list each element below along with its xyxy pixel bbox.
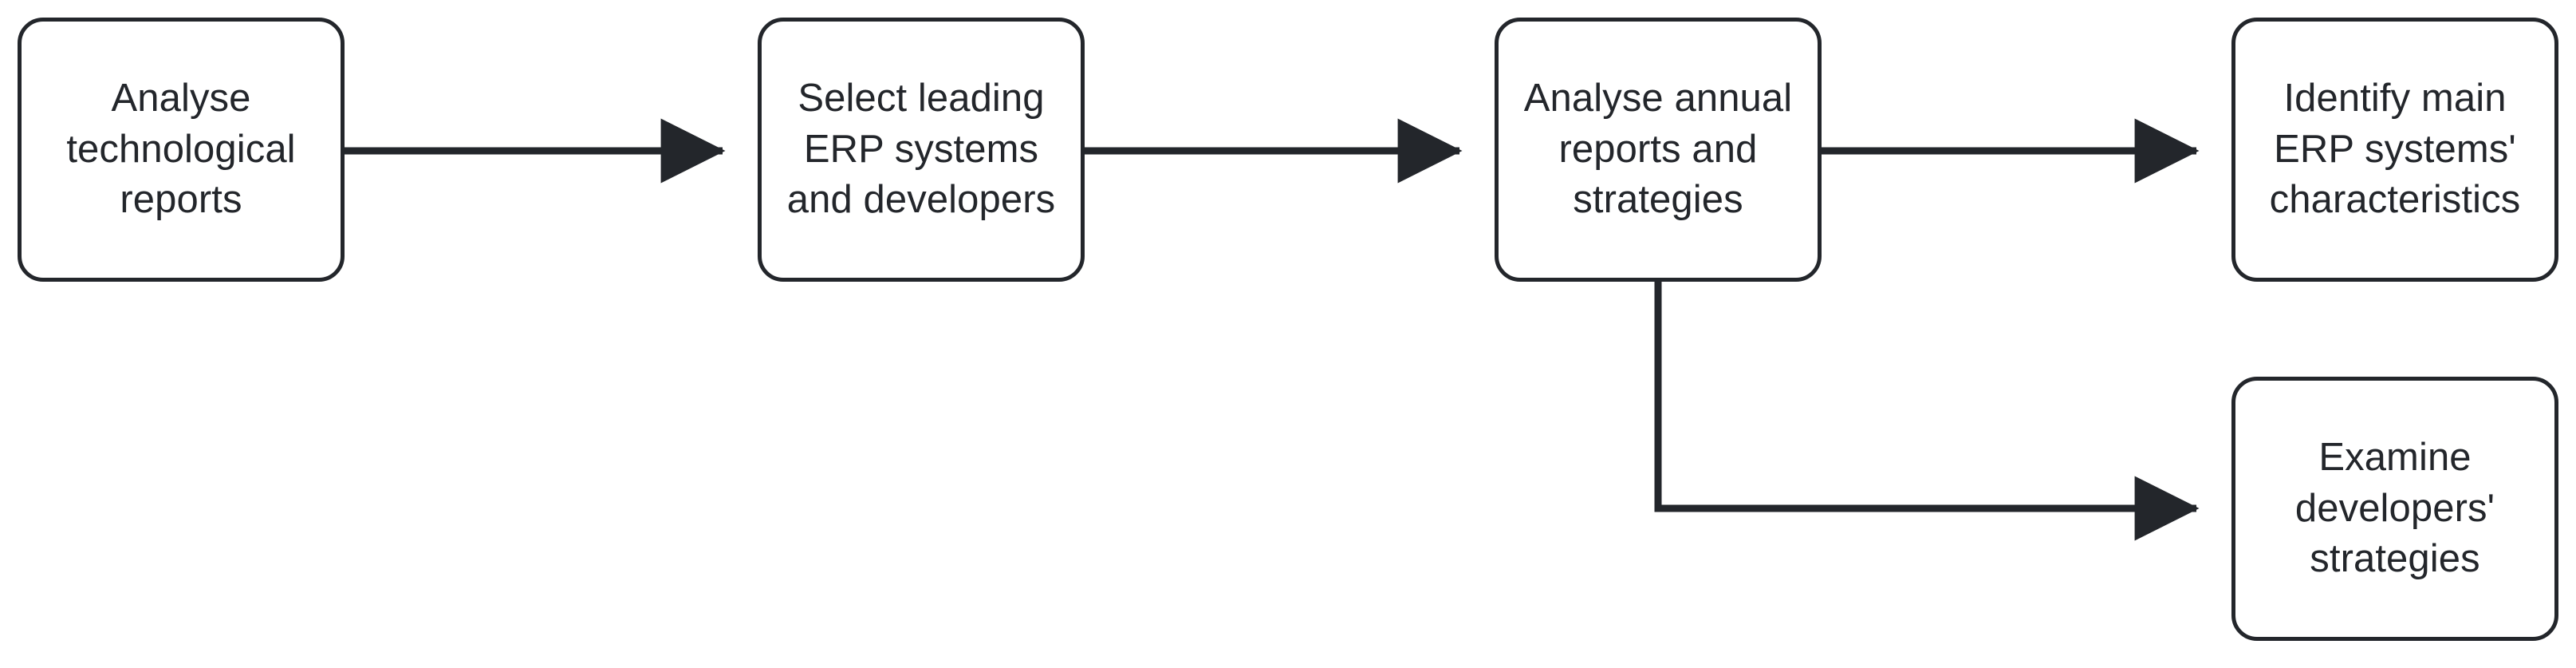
node-analyse-annual-reports[interactable]: Analyse annual reports and strategies [1495, 18, 1822, 282]
node-label: Identify main ERP systems' characteristi… [2269, 76, 2521, 222]
node-label: Select leading ERP systems and developer… [786, 76, 1056, 222]
node-label: Examine developers' strategies [2294, 435, 2495, 581]
node-examine-developers-strategies[interactable]: Examine developers' strategies [2231, 377, 2558, 641]
node-select-leading-erp-systems[interactable]: Select leading ERP systems and developer… [758, 18, 1085, 282]
node-label: Analyse annual reports and strategies [1523, 76, 1793, 222]
node-identify-main-erp-characteristics[interactable]: Identify main ERP systems' characteristi… [2231, 18, 2558, 282]
connector-arrow-4 [1654, 282, 2200, 541]
node-label: Analyse technological reports [66, 76, 296, 222]
node-analyse-technological-reports[interactable]: Analyse technological reports [18, 18, 345, 282]
